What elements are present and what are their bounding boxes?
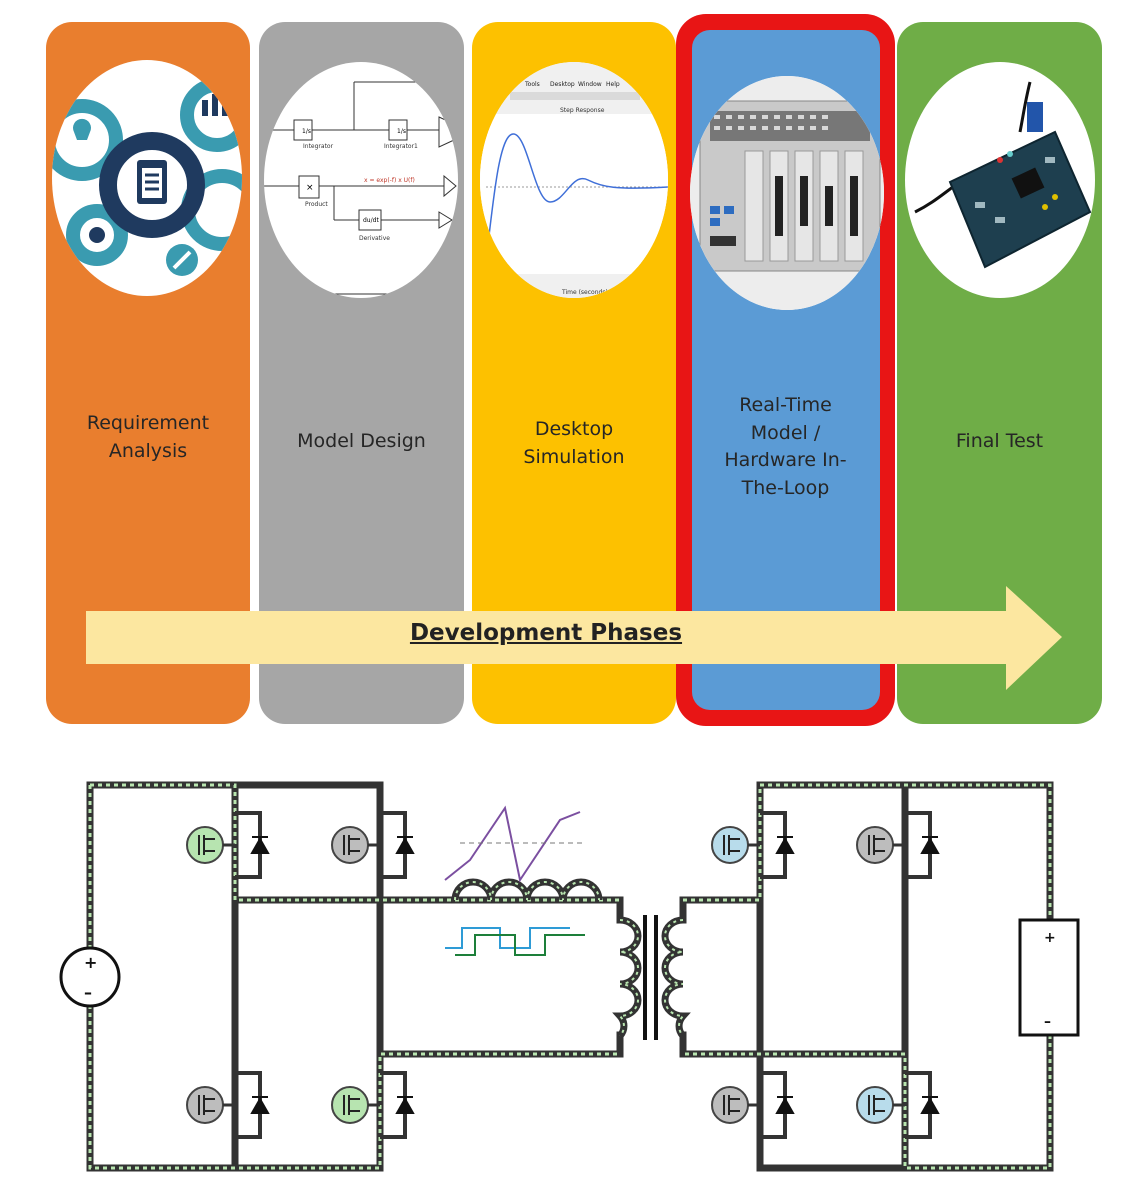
mosfet-switch-icon [711, 1071, 795, 1139]
phase-label: Final Test [955, 430, 1044, 452]
gears-icon [52, 60, 242, 296]
integrator-label: Integrator [303, 143, 334, 150]
product-label: Product [305, 201, 328, 208]
mosfet-switch-icon [856, 1071, 940, 1139]
plot-title: Step Response [560, 107, 605, 114]
menu-desktop: Desktop [550, 81, 575, 88]
mosfet-switch-icon [856, 811, 940, 879]
arrow-label: Development Phases [409, 620, 683, 646]
block-diagram-icon: 1/s 1/s Integrator Integrator1 Product x… [264, 62, 458, 298]
phase-final-test: Final Test [897, 22, 1102, 724]
phase-label: Model Design [297, 430, 426, 452]
menu-tools: Tools [524, 81, 540, 88]
source-minus: – [84, 983, 92, 1002]
phase-desktop-simulation: Tools Desktop Window Help Step Response … [472, 22, 676, 724]
fpga-board-icon [905, 62, 1095, 298]
phase-label: Requirement Analysis [86, 412, 210, 462]
equation-label: x = exp(-f) x U(f) [364, 177, 415, 184]
integrator1-block-text: 1/s [397, 128, 406, 135]
plot-xlabel: Time (seconds) [561, 289, 608, 296]
mosfet-switch-icon [331, 811, 415, 879]
integrator-block-text: 1/s [302, 128, 311, 135]
menu-window: Window [578, 81, 602, 88]
phase-label: Real-Time Model / Hardware In- The-Loop [724, 394, 847, 499]
menu-help: Help [606, 81, 620, 88]
mosfet-switch-icon [331, 1071, 415, 1139]
phase-model-design: 1/s 1/s Integrator Integrator1 Product x… [259, 22, 464, 724]
dual-active-bridge-circuit: + – + – [59, 781, 1080, 1172]
mosfet-switch-icon [186, 811, 270, 879]
svg-text:×: × [306, 183, 314, 193]
derivative-label: Derivative [359, 235, 390, 242]
battery-plus: + [1044, 930, 1056, 946]
integrator1-label: Integrator1 [384, 143, 418, 150]
step-response-plot-icon: Tools Desktop Window Help Step Response … [480, 62, 668, 298]
phase-label: Desktop Simulation [523, 418, 625, 468]
source-plus: + [84, 953, 97, 972]
derivative-block-text: du/dt [363, 217, 379, 224]
battery-icon [1018, 918, 1080, 1037]
phase-requirement-analysis: Requirement Analysis [46, 22, 250, 724]
battery-minus: – [1044, 1014, 1051, 1030]
voltage-source-icon [59, 946, 121, 1008]
realtime-target-icon [690, 76, 884, 310]
mosfet-switch-icon [186, 1071, 270, 1139]
mosfet-switch-icon [711, 811, 795, 879]
